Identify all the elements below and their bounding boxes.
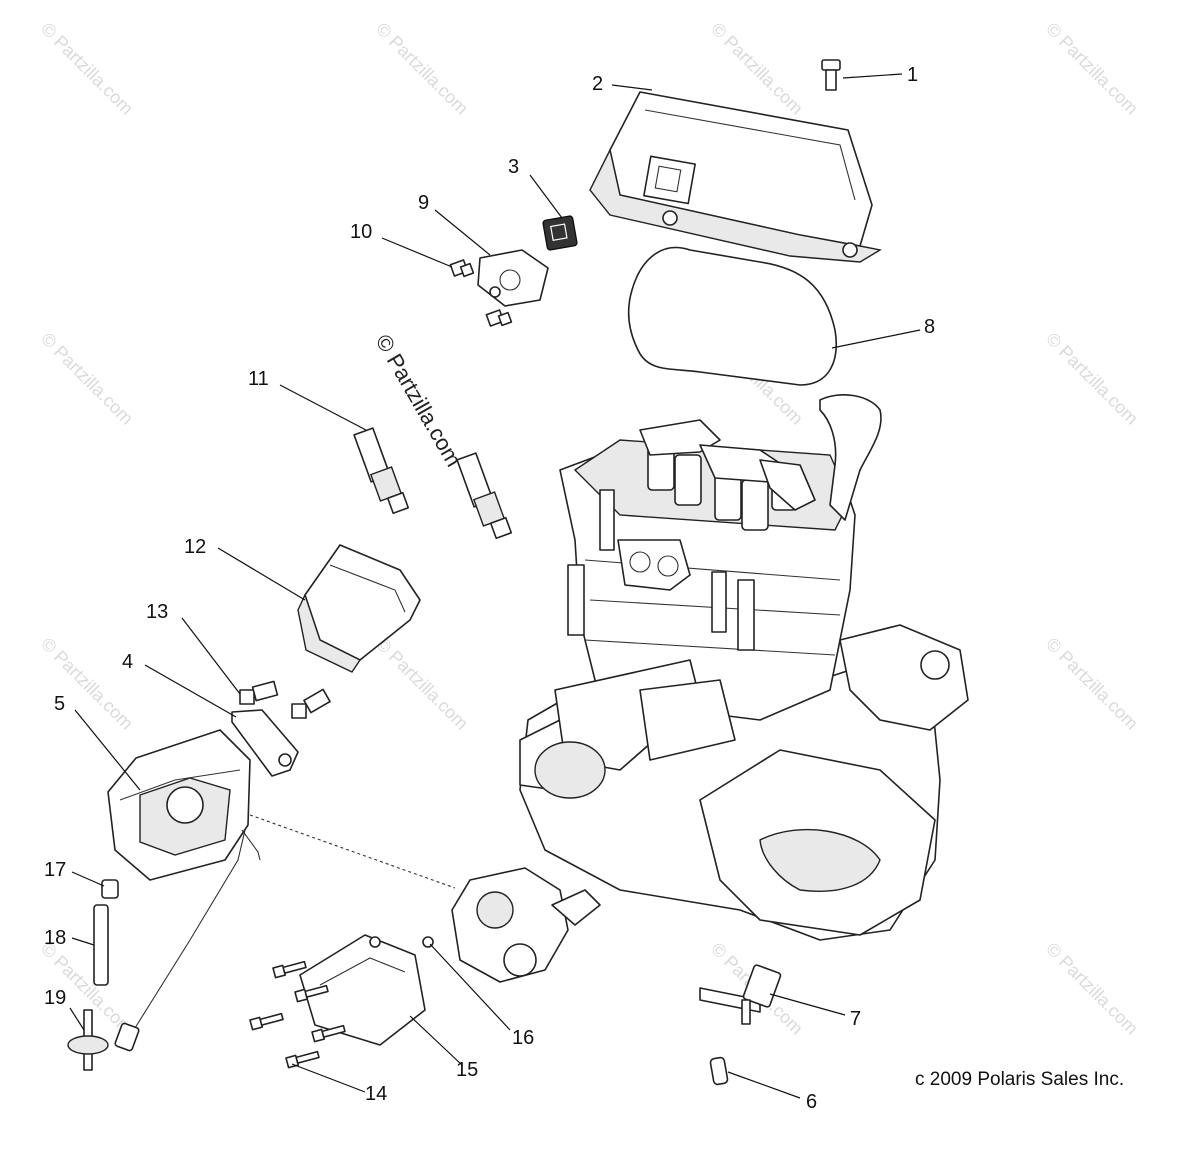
- part-11-spark-plug-b[interactable]: [456, 452, 513, 540]
- part-15-cover[interactable]: [299, 934, 426, 1046]
- callout-17: 17: [44, 859, 66, 881]
- callout-7: 7: [850, 1008, 861, 1030]
- watermark: © Partzilla.com: [1042, 939, 1142, 1039]
- part-9-sensor[interactable]: [477, 249, 549, 307]
- callout-18: 18: [44, 927, 66, 949]
- part-8-gasket[interactable]: [627, 246, 837, 386]
- engine-assembly[interactable]: [519, 394, 969, 941]
- callout-16: 16: [512, 1027, 534, 1049]
- assembly-line: [249, 814, 456, 889]
- watermark: © Partzilla.com: [707, 19, 807, 119]
- copyright-notice: c 2009 Polaris Sales Inc.: [915, 1069, 1124, 1090]
- cable-connector[interactable]: [114, 1022, 140, 1052]
- watermark: © Partzilla.com: [37, 329, 137, 429]
- part-10-bolt-b[interactable]: [485, 309, 513, 327]
- callout-12: 12: [184, 536, 206, 558]
- part-13-bolt-b[interactable]: [291, 688, 331, 719]
- callout-10: 10: [350, 221, 372, 243]
- part-13-bolt[interactable]: [239, 680, 279, 705]
- part-2-valve-cover[interactable]: [589, 91, 882, 263]
- part-10-bolt[interactable]: [449, 259, 475, 278]
- part-3-plate[interactable]: [542, 215, 578, 251]
- callout-6: 6: [806, 1091, 817, 1113]
- watermark: © Partzilla.com: [372, 634, 472, 734]
- watermark: © Partzilla.com: [372, 19, 472, 119]
- part-16-housing[interactable]: [422, 867, 601, 983]
- part-6-pin[interactable]: [709, 1056, 729, 1086]
- callout-4: 4: [122, 651, 133, 673]
- callout-5: 5: [54, 693, 65, 715]
- leader-lines: [69, 73, 921, 1099]
- watermark: © Partzilla.com: [1042, 19, 1142, 119]
- watermark: © Partzilla.com: [37, 634, 137, 734]
- callout-13: 13: [146, 601, 168, 623]
- part-1-bolt[interactable]: [821, 59, 841, 91]
- callout-8: 8: [924, 316, 935, 338]
- callout-3: 3: [508, 156, 519, 178]
- callout-19: 19: [44, 987, 66, 1009]
- part-17-cap[interactable]: [101, 879, 119, 899]
- center-watermark: © Partzilla.com: [371, 330, 467, 471]
- callout-2: 2: [592, 73, 603, 95]
- part-19-mount[interactable]: [67, 1009, 109, 1071]
- watermark: © Partzilla.com: [1042, 329, 1142, 429]
- callout-9: 9: [418, 192, 429, 214]
- callout-15: 15: [456, 1059, 478, 1081]
- cable: [134, 829, 246, 1029]
- part-5-throttle-body[interactable]: [107, 729, 261, 881]
- callout-11: 11: [248, 368, 269, 390]
- watermark: © Partzilla.com: [37, 19, 137, 119]
- part-numbers: 1 2 3 4 5 6 7 8 9 10 11 12 13 14 15 16 1…: [44, 64, 935, 1113]
- part-7-fitting[interactable]: [699, 964, 782, 1025]
- callout-1: 1: [907, 64, 918, 86]
- watermark: © Partzilla.com: [1042, 634, 1142, 734]
- part-4-pin[interactable]: [231, 709, 299, 777]
- part-11-spark-plug[interactable]: [353, 427, 410, 515]
- callout-14: 14: [365, 1083, 387, 1105]
- part-18-rod[interactable]: [93, 904, 109, 986]
- part-14-screws[interactable]: [249, 960, 346, 1069]
- part-12-intake-boot[interactable]: [297, 544, 421, 673]
